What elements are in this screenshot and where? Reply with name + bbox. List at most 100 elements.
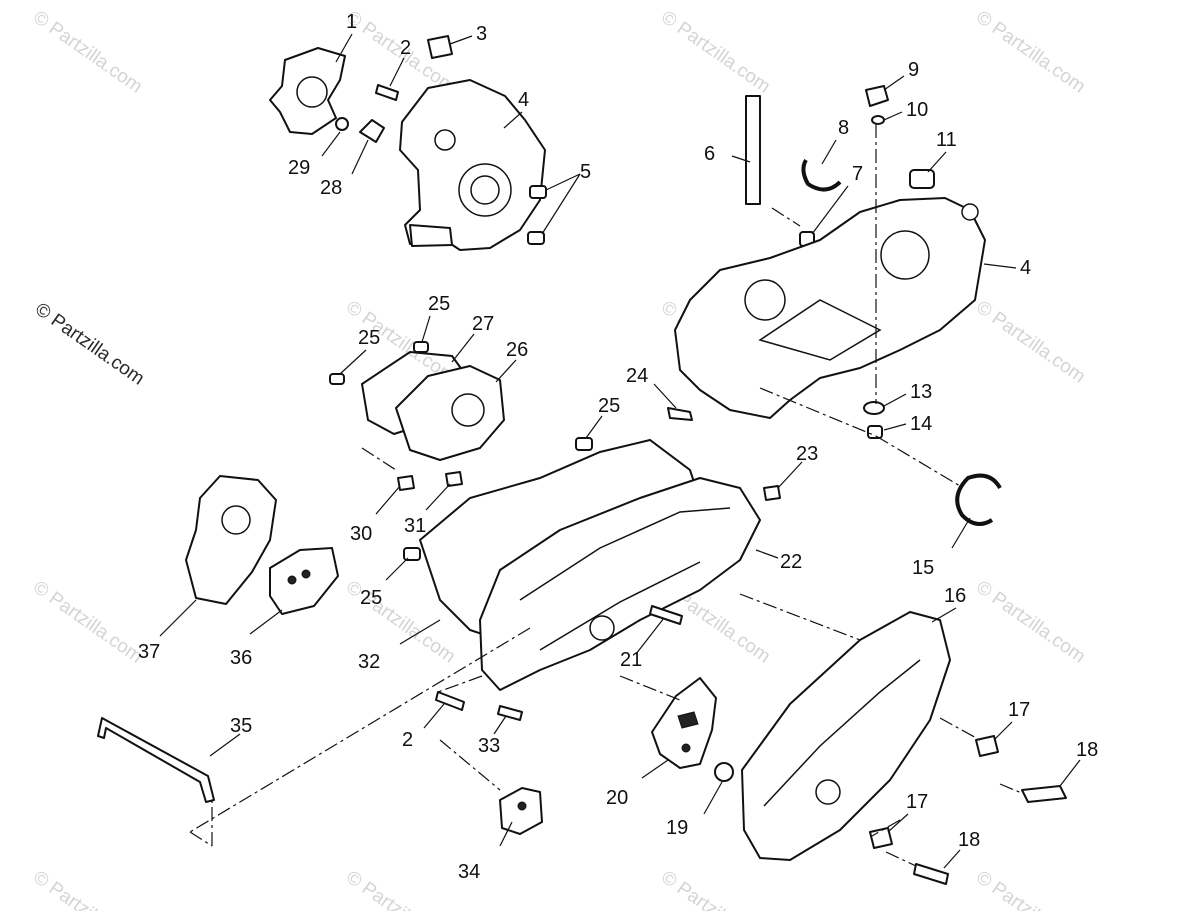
part-2-bolt xyxy=(375,84,399,101)
crankcase-bearing xyxy=(458,163,512,217)
part-4-right-crankcase xyxy=(674,197,986,419)
part-10-o-ring xyxy=(871,115,885,125)
leader-25b xyxy=(339,349,367,375)
leader-1 xyxy=(335,33,353,63)
crankcase-rib xyxy=(758,299,882,361)
leader-31 xyxy=(425,483,451,511)
part-5-dowel xyxy=(529,185,547,199)
leader-15 xyxy=(951,517,971,549)
leader-2 xyxy=(389,57,405,87)
leader-5a xyxy=(545,173,581,191)
callout-label: 2 xyxy=(400,37,411,59)
leader-19 xyxy=(703,781,723,815)
side-covers-group xyxy=(97,475,339,803)
callout-label: 25 xyxy=(428,293,450,315)
callout-label: 23 xyxy=(796,443,818,465)
crankcase-bearing xyxy=(880,230,930,280)
callout-label: 7 xyxy=(852,163,863,185)
callout-label: 33 xyxy=(478,735,500,757)
part-28-clip xyxy=(359,119,385,143)
plate-hole xyxy=(681,743,691,753)
part-25-dowel xyxy=(329,373,345,385)
watermark: © Partzilla.com xyxy=(972,7,1089,98)
part-13-washer xyxy=(863,401,885,415)
crankcase-hole xyxy=(434,129,456,151)
callout-label: 13 xyxy=(910,381,932,403)
leader-7 xyxy=(811,185,849,235)
leader-17b xyxy=(887,813,909,833)
callout-label: 17 xyxy=(1008,699,1030,721)
cover-rib xyxy=(539,561,701,651)
leader-17a xyxy=(993,721,1013,741)
crankcase-cover-group xyxy=(403,437,781,721)
leader-34 xyxy=(499,821,513,847)
plate-cutout xyxy=(677,711,699,729)
callout-label: 9 xyxy=(908,59,919,81)
watermark: © Partzilla.com xyxy=(29,867,146,911)
leader-29 xyxy=(321,131,341,157)
leader-32 xyxy=(399,619,441,645)
callout-label: 24 xyxy=(626,365,648,387)
part-17-grommet xyxy=(975,735,999,757)
part-21-bolt xyxy=(649,605,683,625)
callout-label: 4 xyxy=(1020,257,1031,279)
center-line xyxy=(939,717,981,741)
leader-25c xyxy=(585,415,603,439)
leader-lines xyxy=(159,33,1081,869)
part-35-bracket-bar xyxy=(97,717,215,803)
callout-label: 1 xyxy=(346,11,357,33)
part-31-bolt xyxy=(445,471,463,487)
leader-11 xyxy=(927,151,947,173)
bottom-parts-group xyxy=(499,677,734,835)
leader-16 xyxy=(931,607,957,623)
callout-label: 36 xyxy=(230,647,252,669)
center-line xyxy=(885,851,917,867)
leader-27 xyxy=(451,333,475,363)
callout-label: 28 xyxy=(320,177,342,199)
center-line xyxy=(437,675,483,693)
part-15-clip-ring xyxy=(955,473,1002,526)
part-25-dowel xyxy=(403,547,421,561)
leader-14 xyxy=(883,423,907,431)
part-29-nut xyxy=(335,117,349,131)
part-3-block xyxy=(427,35,453,59)
leader-20 xyxy=(641,759,669,779)
watermark: © Partzilla.com xyxy=(29,7,146,98)
callout-label: 25 xyxy=(360,587,382,609)
center-line xyxy=(189,831,213,847)
callout-label: 29 xyxy=(288,157,310,179)
part-23-bolt xyxy=(763,485,781,501)
callout-label: 8 xyxy=(838,117,849,139)
callout-label: 2 xyxy=(402,729,413,751)
callout-label: 25 xyxy=(598,395,620,417)
callout-label: 11 xyxy=(936,129,957,151)
leader-5b xyxy=(541,173,581,235)
leader-18a xyxy=(1059,759,1081,787)
part-5-dowel xyxy=(527,231,545,245)
callout-label: 32 xyxy=(358,651,380,673)
part-30-bolt xyxy=(397,475,415,491)
leader-37 xyxy=(159,599,197,637)
part-26-pump-cover xyxy=(395,365,505,461)
transmission-cover-group xyxy=(741,611,1067,885)
leader-21 xyxy=(635,617,665,655)
callout-label: 37 xyxy=(138,641,160,663)
leader-4 xyxy=(503,111,523,129)
part-34-bracket xyxy=(499,787,543,835)
part-6-rod xyxy=(745,95,761,205)
callout-label: 26 xyxy=(506,339,528,361)
center-line xyxy=(619,675,681,701)
callout-label: 34 xyxy=(458,861,480,883)
part-2-bolt xyxy=(435,691,465,711)
leader-24 xyxy=(653,383,677,409)
part-25-dowel xyxy=(575,437,593,451)
callout-label: 6 xyxy=(704,143,715,165)
part-37-cover xyxy=(185,475,277,605)
watermark: © Partzilla.com xyxy=(972,297,1089,388)
leader-22 xyxy=(755,549,779,559)
cover-hole xyxy=(589,615,615,641)
center-line xyxy=(739,593,861,641)
callout-label: 35 xyxy=(230,715,252,737)
cover-hole xyxy=(221,505,251,535)
